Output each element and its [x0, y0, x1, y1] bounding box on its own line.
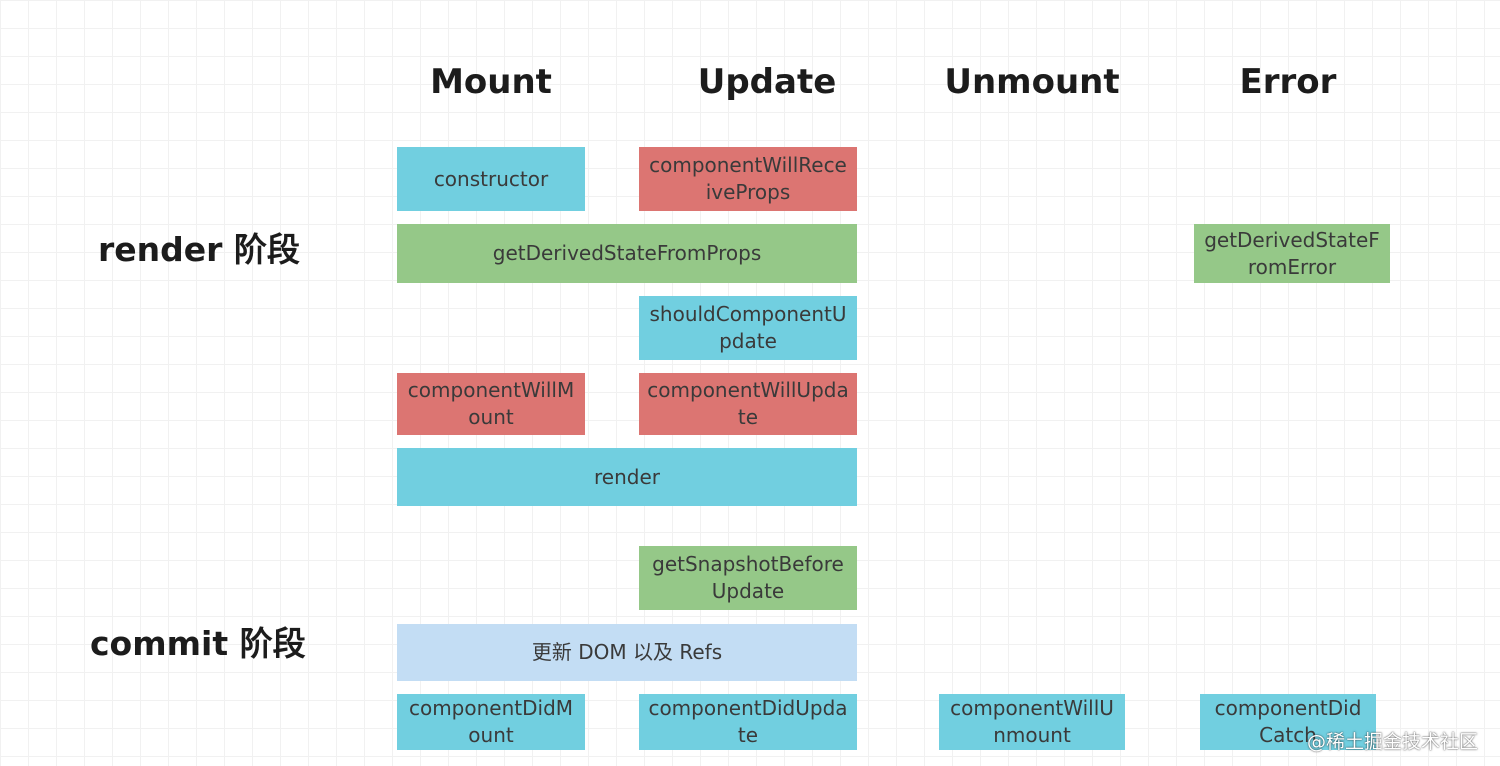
- method-component-did-catch: componentDidCatch: [1200, 694, 1376, 750]
- method-component-will-update: componentWillUpdate: [639, 373, 857, 435]
- method-component-will-receive-props: componentWillReceiveProps: [639, 147, 857, 211]
- method-get-derived-state-from-props: getDerivedStateFromProps: [397, 224, 857, 283]
- method-get-derived-state-from-error: getDerivedStateFromError: [1194, 224, 1390, 283]
- column-header-update: Update: [697, 62, 837, 102]
- method-component-did-update: componentDidUpdate: [639, 694, 857, 750]
- method-should-component-update: shouldComponentUpdate: [639, 296, 857, 360]
- watermark: @稀土掘金技术社区: [1306, 731, 1478, 753]
- phase-label-render: render 阶段: [98, 230, 300, 269]
- column-header-error: Error: [1239, 62, 1337, 102]
- step-update-dom-refs: 更新 DOM 以及 Refs: [397, 624, 857, 681]
- method-get-snapshot-before-update: getSnapshotBeforeUpdate: [639, 546, 857, 610]
- method-render: render: [397, 448, 857, 506]
- method-component-will-unmount: componentWillUnmount: [939, 694, 1125, 750]
- column-header-mount: Mount: [430, 62, 552, 102]
- method-component-will-mount: componentWillMount: [397, 373, 585, 435]
- method-component-did-mount: componentDidMount: [397, 694, 585, 750]
- method-constructor: constructor: [397, 147, 585, 211]
- column-header-unmount: Unmount: [944, 62, 1120, 102]
- phase-label-commit: commit 阶段: [90, 624, 306, 663]
